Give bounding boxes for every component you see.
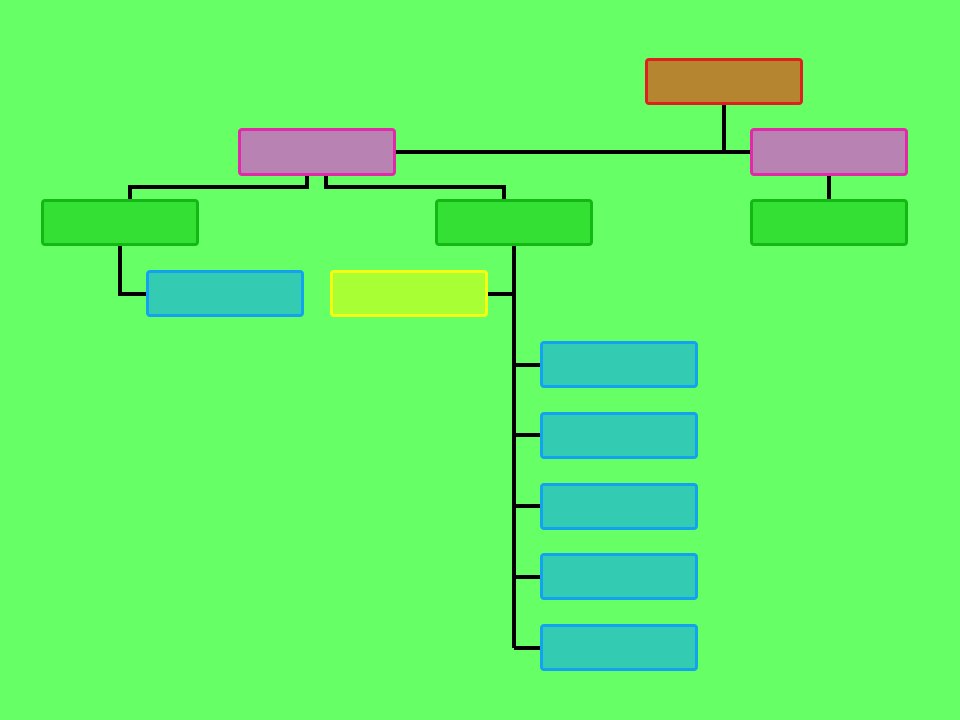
connector-manager-left-to-teams (128, 176, 506, 199)
manager-left-box[interactable] (238, 128, 396, 176)
assistant-b-box[interactable] (330, 270, 488, 317)
connector-root-to-managers (396, 105, 750, 154)
member-b1-box[interactable] (540, 341, 698, 388)
member-b2-box[interactable] (540, 412, 698, 459)
connector-team-a-to-member (118, 246, 147, 296)
team-c-box[interactable] (750, 199, 908, 246)
team-a-box[interactable] (41, 199, 199, 246)
team-b-box[interactable] (435, 199, 593, 246)
member-b3-box[interactable] (540, 483, 698, 530)
manager-right-box[interactable] (750, 128, 908, 176)
root-box[interactable] (645, 58, 803, 105)
connector-team-b-spine (488, 246, 541, 650)
member-a1-box[interactable] (146, 270, 304, 317)
member-b5-box[interactable] (540, 624, 698, 671)
member-b4-box[interactable] (540, 553, 698, 600)
